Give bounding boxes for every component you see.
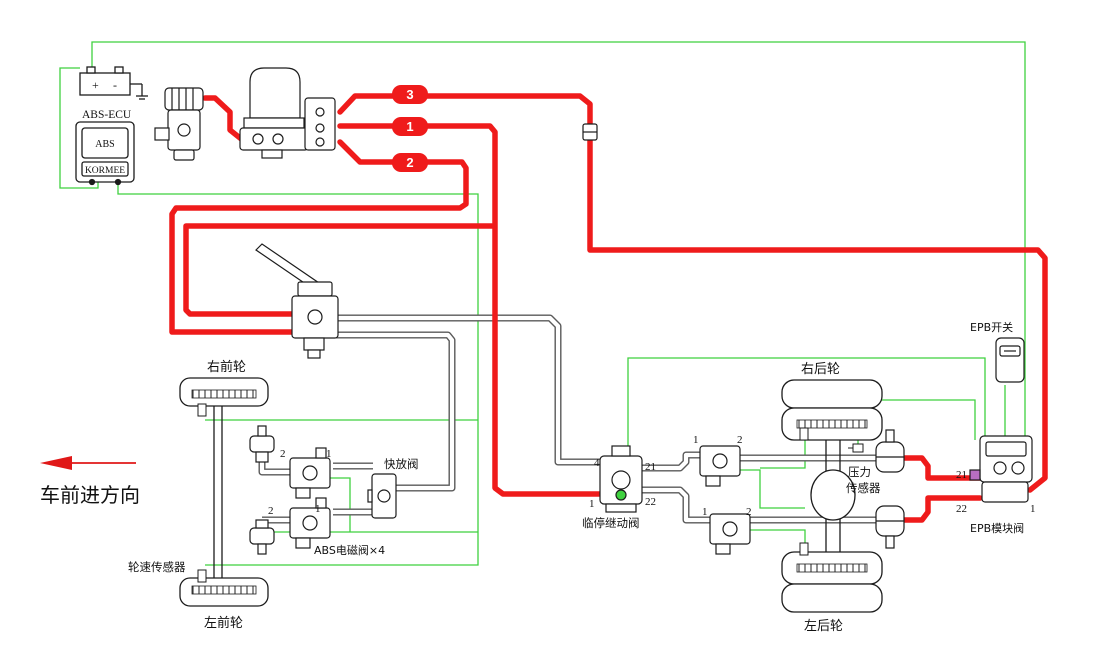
port-label: 1 xyxy=(702,506,708,518)
pressure-sensor-label-line1: 压力 xyxy=(848,465,871,479)
battery-plus-label: + xyxy=(92,78,99,92)
abs-ecu-unit xyxy=(75,121,135,186)
epb-switch-label: EPB开关 xyxy=(970,320,1013,334)
pressure-lines xyxy=(169,93,1048,523)
air-compressor xyxy=(154,87,204,161)
port-label: 2 xyxy=(268,505,274,517)
quick-release-valve-label: 快放阀 xyxy=(384,457,419,471)
rear-speed-sensor-top xyxy=(799,427,809,441)
front-brake-chamber-left xyxy=(249,519,275,555)
inline-filter xyxy=(582,123,598,141)
quick-release-valve xyxy=(367,473,397,519)
port-label: 21 xyxy=(956,469,967,481)
battery-minus-label: - xyxy=(113,78,117,92)
battery xyxy=(79,66,148,100)
right-rear-tires xyxy=(781,379,883,441)
right-rear-wheel-label: 右后轮 xyxy=(801,362,840,377)
relay-valve xyxy=(599,445,643,513)
port-label: 2 xyxy=(737,434,743,446)
svg-text:2: 2 xyxy=(406,155,413,170)
relay-valve-label: 临停继动阀 xyxy=(582,516,640,530)
rear-speed-sensor-bottom xyxy=(799,542,809,556)
abs-solenoid-valve-rear-2 xyxy=(709,513,751,555)
port-label: 21 xyxy=(645,461,656,473)
right-front-wheel-label: 右前轮 xyxy=(207,359,246,375)
port-label: 1 xyxy=(1030,503,1036,515)
right-front-tire xyxy=(179,377,269,407)
port-label: 1 xyxy=(693,434,699,446)
rear-axle xyxy=(810,430,856,560)
circuit-1-line xyxy=(337,123,603,497)
left-front-wheel-label: 左前轮 xyxy=(204,615,243,631)
circuit-1-badge: 1 xyxy=(392,117,428,136)
wheel-speed-sensor-label: 轮速传感器 xyxy=(128,560,186,574)
epb-module-valve-label: EPB模块阀 xyxy=(970,521,1024,535)
pressure-sensor xyxy=(848,443,864,453)
port-label: 4 xyxy=(594,457,600,469)
ecu-harness-wire xyxy=(117,182,479,566)
rear-brake-chamber-lower xyxy=(875,505,905,549)
left-rear-wheel-label: 左后轮 xyxy=(804,619,843,634)
rear-brake-chamber-upper xyxy=(875,429,905,473)
epb-to-rear-lower xyxy=(897,495,983,523)
epb-module-valve xyxy=(969,435,1033,503)
battery-ecu-loop xyxy=(59,67,99,189)
port-label: 22 xyxy=(645,496,656,508)
port-label: 1 xyxy=(326,448,332,460)
abs-ecu-label: ABS-ECU xyxy=(82,109,132,121)
air-dryer xyxy=(239,67,336,159)
port-label: 2 xyxy=(746,506,752,518)
compressor-to-dryer-line xyxy=(202,95,248,145)
port-label: 2 xyxy=(280,448,286,460)
circuit-3-badge: 3 xyxy=(392,85,428,104)
relay-signal-wire xyxy=(627,357,986,458)
abs-valve-wire-1 xyxy=(330,477,351,532)
left-rear-tires xyxy=(781,551,883,613)
port-label: 1 xyxy=(589,498,595,510)
hose-lines xyxy=(258,314,885,524)
svg-text:1: 1 xyxy=(406,119,413,134)
ecu-brand-top: ABS xyxy=(95,139,114,150)
ecu-to-epb-wire xyxy=(91,41,1026,490)
svg-text:3: 3 xyxy=(406,87,413,102)
port-label: 1 xyxy=(315,503,321,515)
circuit-2-badge: 2 xyxy=(392,153,428,172)
port-label: 22 xyxy=(956,503,967,515)
forward-direction-label: 车前进方向 xyxy=(40,483,140,507)
front-brake-chamber-right xyxy=(249,425,275,463)
forward-direction-arrow xyxy=(40,456,136,470)
rear-sensor-wire-a xyxy=(760,438,806,469)
pressure-sensor-label-line2: 传感器 xyxy=(846,481,881,495)
foot-brake-valve xyxy=(255,243,339,359)
front-speed-sensor-bottom xyxy=(197,569,207,583)
left-front-tire xyxy=(179,577,269,607)
front-speed-sensor-top xyxy=(197,403,207,417)
abs-solenoid-valve-front-1 xyxy=(289,447,331,499)
epb-switch xyxy=(995,337,1025,383)
circuit-2-return xyxy=(183,223,495,317)
abs-solenoid-valve-rear-1 xyxy=(699,445,741,487)
abs-solenoid-valve-front-2 xyxy=(289,497,331,549)
circuit-3-line xyxy=(337,93,1048,493)
front-axle xyxy=(213,405,223,578)
ecu-brand-bottom: KORMEE xyxy=(85,166,125,176)
abs-solenoid-valves-label: ABS电磁阀×4 xyxy=(314,543,385,557)
epb-to-rear-upper xyxy=(897,455,983,481)
